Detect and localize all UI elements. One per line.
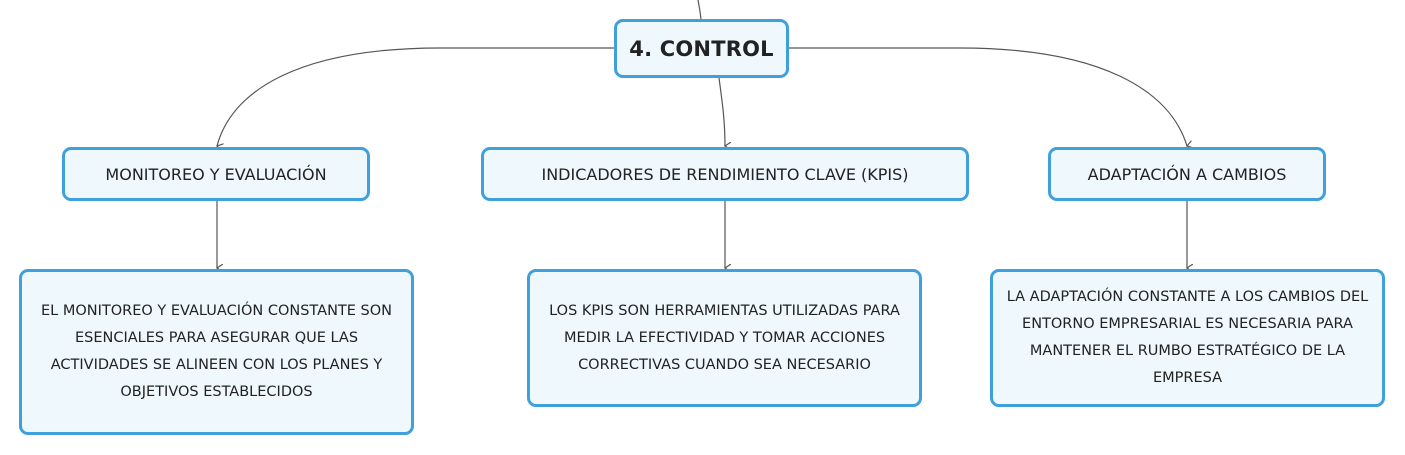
connector-root-to-branch-1 — [217, 47, 614, 146]
detail-node-monitoreo[interactable]: EL MONITOREO Y EVALUACIÓN CONSTANTE SON … — [19, 269, 414, 435]
branch-node-label: MONITOREO Y EVALUACIÓN — [105, 164, 327, 184]
root-node[interactable]: 4. CONTROL — [614, 19, 789, 78]
branch-node-label: ADAPTACIÓN A CAMBIOS — [1087, 164, 1287, 184]
detail-node-kpis[interactable]: LOS KPIS SON HERRAMIENTAS UTILIZADAS PAR… — [527, 269, 922, 407]
connector-parent-to-root — [697, 0, 702, 20]
detail-node-adaptacion[interactable]: LA ADAPTACIÓN CONSTANTE A LOS CAMBIOS DE… — [990, 269, 1385, 407]
detail-node-text: LA ADAPTACIÓN CONSTANTE A LOS CAMBIOS DE… — [1006, 289, 1369, 386]
branch-node-kpis[interactable]: INDICADORES DE RENDIMIENTO CLAVE (KPIS) — [481, 147, 969, 201]
root-node-label: 4. CONTROL — [629, 36, 774, 61]
branch-node-label: INDICADORES DE RENDIMIENTO CLAVE (KPIS) — [541, 164, 909, 184]
connector-root-to-branch-3 — [789, 47, 1187, 146]
branch-node-monitoreo[interactable]: MONITOREO Y EVALUACIÓN — [62, 147, 370, 201]
branch-node-adaptacion[interactable]: ADAPTACIÓN A CAMBIOS — [1048, 147, 1326, 201]
connector-root-to-branch-2 — [718, 77, 725, 146]
detail-node-text: LOS KPIS SON HERRAMIENTAS UTILIZADAS PAR… — [549, 302, 900, 373]
detail-node-text: EL MONITOREO Y EVALUACIÓN CONSTANTE SON … — [40, 303, 393, 400]
